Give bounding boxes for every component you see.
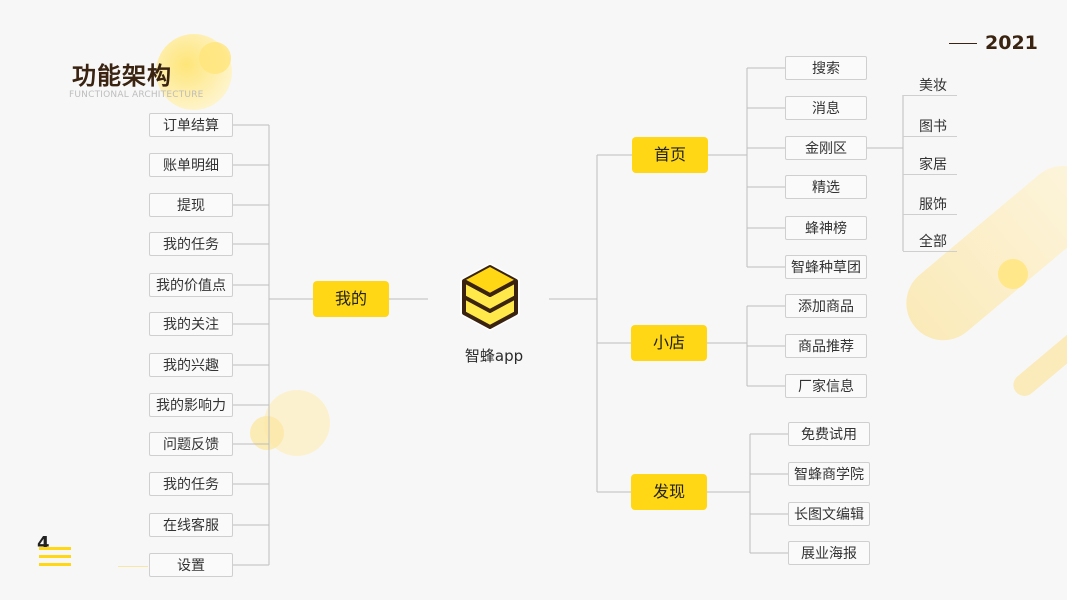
corner-logo-bar-1	[39, 547, 71, 550]
left-item-4[interactable]: 我的任务	[149, 232, 233, 256]
hub-wode[interactable]: 我的	[313, 281, 389, 317]
left-item-1[interactable]: 订单结算	[149, 113, 233, 137]
jingangqu-sub-underline-1	[903, 95, 957, 96]
left-item-8[interactable]: 我的影响力	[149, 393, 233, 417]
discover-item-poster[interactable]: 展业海报	[788, 541, 870, 565]
left-item-6[interactable]: 我的关注	[149, 312, 233, 336]
jingangqu-sub-1[interactable]: 美妆	[919, 78, 947, 94]
stack-icon	[460, 263, 520, 331]
decor-circle-title-small	[199, 42, 231, 74]
jingangqu-sub-3[interactable]: 家居	[919, 157, 947, 173]
discover-item-academy[interactable]: 智蜂商学院	[788, 462, 870, 486]
year-rule	[949, 43, 977, 44]
jingangqu-sub-underline-3	[903, 174, 957, 175]
shop-item-recommend[interactable]: 商品推荐	[785, 334, 867, 358]
left-item-12[interactable]: 设置	[149, 553, 233, 577]
hub-xiaodian[interactable]: 小店	[631, 325, 707, 361]
corner-logo-bar-2	[39, 555, 71, 558]
jingangqu-sub-underline-2	[903, 136, 957, 137]
discover-item-article[interactable]: 长图文编辑	[788, 502, 870, 526]
left-item-2[interactable]: 账单明细	[149, 153, 233, 177]
home-item-ranking[interactable]: 蜂神榜	[785, 216, 867, 240]
discover-item-trial[interactable]: 免费试用	[788, 422, 870, 446]
hub-shouye[interactable]: 首页	[632, 137, 708, 173]
year-label: 2021	[985, 32, 1038, 54]
home-item-group[interactable]: 智蜂种草团	[785, 255, 867, 279]
page-subtitle: FUNCTIONAL ARCHITECTURE	[69, 90, 204, 100]
center-label: 智蜂app	[464, 347, 524, 365]
home-item-featured[interactable]: 精选	[785, 175, 867, 199]
left-item-3[interactable]: 提现	[149, 193, 233, 217]
left-item-10[interactable]: 我的任务	[149, 472, 233, 496]
jingangqu-sub-4[interactable]: 服饰	[919, 197, 947, 213]
hub-faxian[interactable]: 发现	[631, 474, 707, 510]
decor-circle-right	[998, 259, 1028, 289]
app-logo	[450, 257, 530, 337]
home-item-jingangqu[interactable]: 金刚区	[785, 136, 867, 160]
jingangqu-sub-5[interactable]: 全部	[919, 234, 947, 250]
left-item-9[interactable]: 问题反馈	[149, 432, 233, 456]
corner-logo-mark: 4	[35, 533, 75, 569]
shop-item-vendor[interactable]: 厂家信息	[785, 374, 867, 398]
corner-logo-bar-3	[39, 563, 71, 566]
home-item-messages[interactable]: 消息	[785, 96, 867, 120]
left-item-7[interactable]: 我的兴趣	[149, 353, 233, 377]
page-title: 功能架构	[72, 62, 172, 90]
corner-logo-underline	[118, 566, 148, 567]
shop-item-add[interactable]: 添加商品	[785, 294, 867, 318]
jingangqu-sub-2[interactable]: 图书	[919, 119, 947, 135]
left-item-11[interactable]: 在线客服	[149, 513, 233, 537]
jingangqu-sub-underline-4	[903, 214, 957, 215]
left-item-5[interactable]: 我的价值点	[149, 273, 233, 297]
home-item-search[interactable]: 搜索	[785, 56, 867, 80]
jingangqu-sub-underline-5	[903, 251, 957, 252]
